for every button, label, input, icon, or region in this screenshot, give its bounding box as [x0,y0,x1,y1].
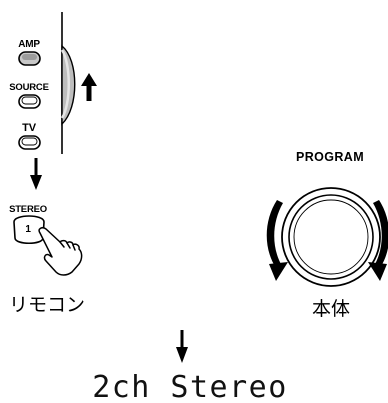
main-unit-caption: 本体 [312,298,350,320]
slider-shading [60,49,70,119]
tv-label: TV [22,122,37,134]
source-button-inner [21,96,38,105]
amp-label: AMP [18,39,40,50]
pointing-hand-icon [38,227,83,276]
stereo-label: STEREO [9,204,47,215]
remote-caption: リモコン [9,294,85,316]
display-text: 2ch Stereo [92,370,288,403]
up-arrow-icon [81,73,97,101]
remote-control: AMP SOURCE TV STEREO 1 [9,12,97,316]
tv-button[interactable] [18,135,41,150]
stereo-number: 1 [25,224,31,235]
tv-button-inner [21,137,38,146]
down-arrow-icon [176,330,188,363]
down-arrow-icon [30,158,42,190]
source-button[interactable] [18,94,41,109]
main-unit: PROGRAM 本体 [266,150,388,320]
rotate-arrows-icon [266,200,388,281]
amp-button-highlight [22,54,37,60]
program-label: PROGRAM [296,150,364,164]
front-panel-display: 2ch Stereo [92,330,288,403]
program-knob[interactable] [281,187,381,287]
source-label: SOURCE [9,82,48,93]
